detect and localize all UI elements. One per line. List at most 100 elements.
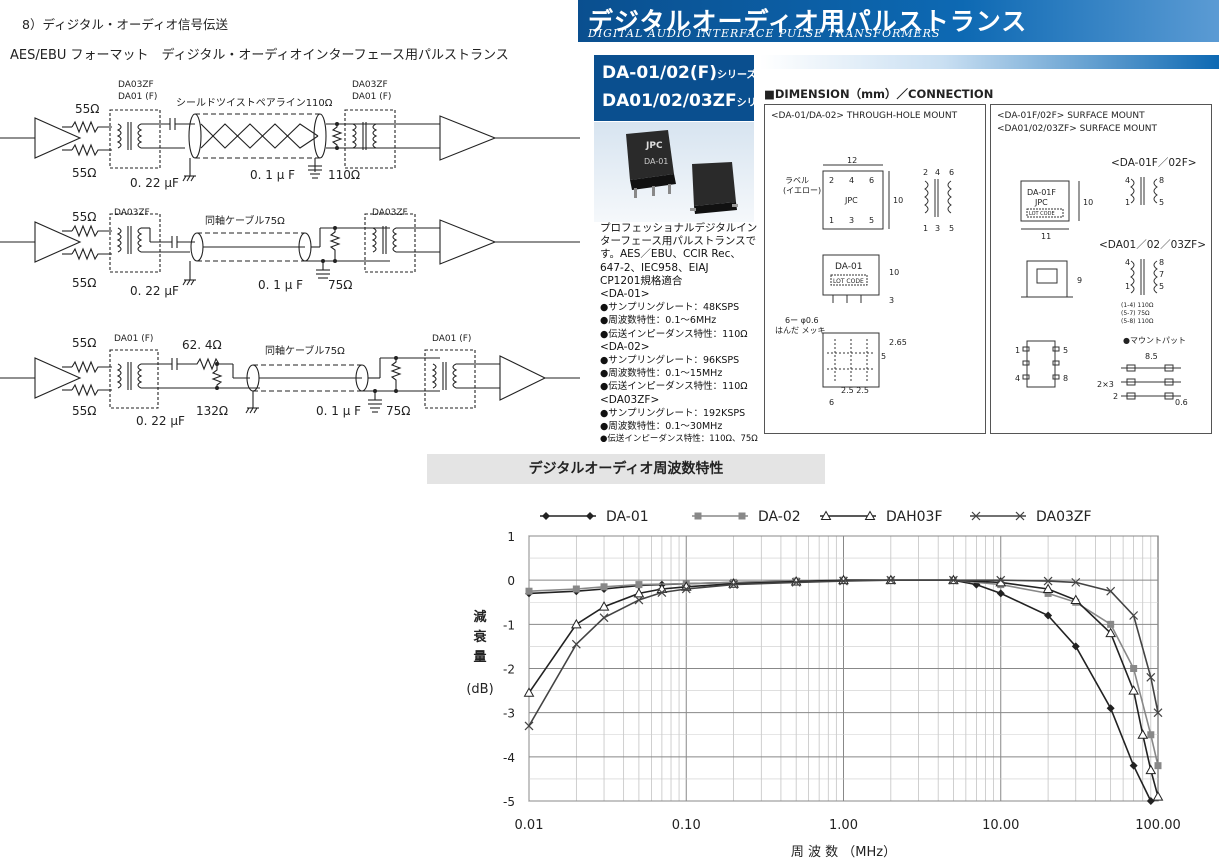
pin-6: 6	[869, 176, 874, 185]
data-point-da03zf	[1043, 576, 1053, 586]
legend-label-da-02: DA-02	[758, 509, 801, 525]
desc-line: す。AES／EBU、CCIR Rec、	[600, 248, 741, 261]
freq-title: デジタルオーディオ周波数特性	[528, 461, 724, 477]
desc-line: ●周波数特性：0.1～6MHz	[600, 315, 717, 327]
data-point-da-01	[1071, 642, 1080, 651]
panel-title-through-hole: <DA-01/DA-02> THROUGH-HOLE MOUNT	[771, 111, 958, 121]
data-point-da03zf	[1146, 672, 1156, 682]
section-subtitle: AES/EBU フォーマット ディジタル・オーディオインターフェース用パルストラ…	[10, 48, 509, 63]
pin-2: 2	[829, 176, 834, 185]
c3-r-bottom: 55Ω	[72, 404, 97, 418]
sm-dim-2: 2	[1113, 392, 1118, 401]
hole-text: 6ー φ0.6	[785, 316, 819, 325]
series-line2: DA01/02/03ZFシリーズ	[602, 91, 777, 111]
banner-title-en: DIGITAL AUDIO INTERFACE PULSE TRANSFORME…	[588, 27, 941, 40]
c1-cap: 0. 22 μF	[130, 176, 179, 190]
sm-dim-85: 8.5	[1145, 352, 1158, 361]
data-point-da03zf	[791, 577, 801, 587]
desc-line: ●サンプリングレート：96KSPS	[600, 355, 740, 367]
circuit-diagrams	[0, 109, 580, 414]
legend-marker-da-01	[586, 512, 594, 520]
da01-text: DA-01	[835, 262, 862, 272]
data-point-dah03f	[598, 601, 610, 611]
data-point-da03zf	[681, 584, 691, 594]
y-tick-label: -5	[503, 795, 515, 809]
desc-line: プロフェッショナルデジタルイン	[600, 222, 758, 234]
y-axis-label-char: 量	[473, 650, 486, 665]
y-axis-label-char: 減	[473, 609, 486, 625]
pinnum-4: 4	[935, 168, 940, 177]
y-tick-label: -1	[503, 618, 515, 632]
c1-model-right-bottom: DA01 (F)	[352, 92, 392, 102]
y-tick-label: -3	[503, 707, 515, 721]
sm3-p8: 8	[1063, 374, 1068, 383]
data-point-dah03f	[1128, 685, 1139, 695]
data-point-da03zf	[599, 613, 609, 623]
pinnum-1: 1	[923, 224, 928, 233]
legend-label-da-01: DA-01	[606, 509, 649, 525]
section-title: 8）ディジタル・オーディオ信号伝送	[22, 17, 228, 32]
x-axis-label: 周 波 数 （MHz）	[791, 845, 896, 860]
solder-text: はんだ メッキ	[775, 326, 826, 335]
dimension-panel-through-hole: <DA-01/DA-02> THROUGH-HOLE MOUNT 12 10 1…	[764, 104, 986, 434]
legend-label-da03zf: DA03ZF	[1036, 509, 1092, 525]
desc-line: ●伝送インピーダンス特性：110Ω	[600, 381, 748, 393]
data-point-da03zf	[1153, 708, 1163, 718]
c3-cap2: 0. 1 μ F	[316, 404, 362, 418]
data-point-da-01	[1129, 761, 1138, 770]
c1-r-bottom: 55Ω	[72, 166, 97, 180]
dim-10b: 10	[889, 268, 899, 277]
photo-label-model: DA-01	[644, 157, 668, 166]
data-point-da-02	[600, 583, 608, 591]
data-point-da-02	[635, 581, 643, 589]
c1-r-load: 110Ω	[328, 168, 361, 182]
data-point-da03zf	[948, 575, 958, 585]
dim-3: 3	[889, 296, 894, 305]
data-point-da03zf	[729, 580, 739, 590]
data-point-da-01	[1146, 797, 1155, 805]
c1-model-right-top: DA03ZF	[352, 80, 388, 90]
data-point-dah03f	[633, 587, 645, 598]
desc-line: ●伝送インピーダンス特性：110Ω、75Ω	[600, 434, 758, 445]
data-point-dah03f	[1042, 583, 1054, 593]
legend-marker-da03zf	[971, 511, 981, 521]
pinnum-3: 3	[935, 224, 940, 233]
data-point-dah03f	[523, 687, 535, 697]
pinnum-5: 5	[949, 224, 954, 233]
legend-marker-dah03f	[820, 510, 832, 520]
imp-2: (5-7) 75Ω	[1121, 310, 1150, 317]
x-tick-label: 100.00	[1135, 818, 1181, 833]
sm3-p4: 4	[1015, 374, 1020, 383]
sm-dim-2x3: 2×3	[1097, 380, 1114, 389]
imp-3: (5-8) 110Ω	[1121, 318, 1154, 325]
sm-dim-10: 10	[1083, 198, 1093, 207]
legend-marker-da-01	[542, 512, 550, 520]
dimension-title: ■DIMENSION（mm）／CONNECTION	[764, 87, 994, 101]
desc-line: ●周波数特性：0.1～30MHz	[600, 421, 723, 433]
series-line1: DA-01/02(F)シリーズ	[602, 63, 757, 83]
data-point-da03zf	[571, 639, 581, 649]
y-tick-label: -4	[503, 751, 515, 765]
c1-cap2: 0. 1 μ F	[250, 168, 296, 182]
c3-r-load: 75Ω	[386, 404, 411, 418]
x-tick-label: 1.00	[829, 818, 858, 833]
data-point-da03zf	[1071, 577, 1081, 587]
circuit-1	[0, 109, 580, 182]
c2-r-top: 55Ω	[72, 210, 97, 224]
data-point-da03zf	[634, 595, 644, 605]
product-photo-drawing: JPC DA-01	[626, 130, 738, 214]
title-banner: デジタルオーディオ用パルストランス DIGITAL AUDIO INTERFAC…	[578, 0, 1219, 42]
sm-dim-06: 0.6	[1175, 398, 1188, 407]
pinnum-6: 6	[949, 168, 954, 177]
desc-line: 647-2、IEC958、EIAJ	[600, 261, 709, 274]
sm2-p8: 8	[1159, 258, 1164, 267]
sm3-p5: 5	[1063, 346, 1068, 355]
dimension-panel-surface-mount: <DA-01F/02F> SURFACE MOUNT <DA01/02/03ZF…	[990, 104, 1212, 434]
sm-title-2: <DA01／02／03ZF>	[1099, 239, 1206, 251]
dim-265: 2.65	[889, 338, 907, 347]
data-point-da03zf	[886, 575, 896, 585]
c1-r-top: 55Ω	[75, 102, 100, 116]
dim-25: 2.5 2.5	[841, 386, 869, 395]
data-point-da-01	[1106, 704, 1115, 713]
